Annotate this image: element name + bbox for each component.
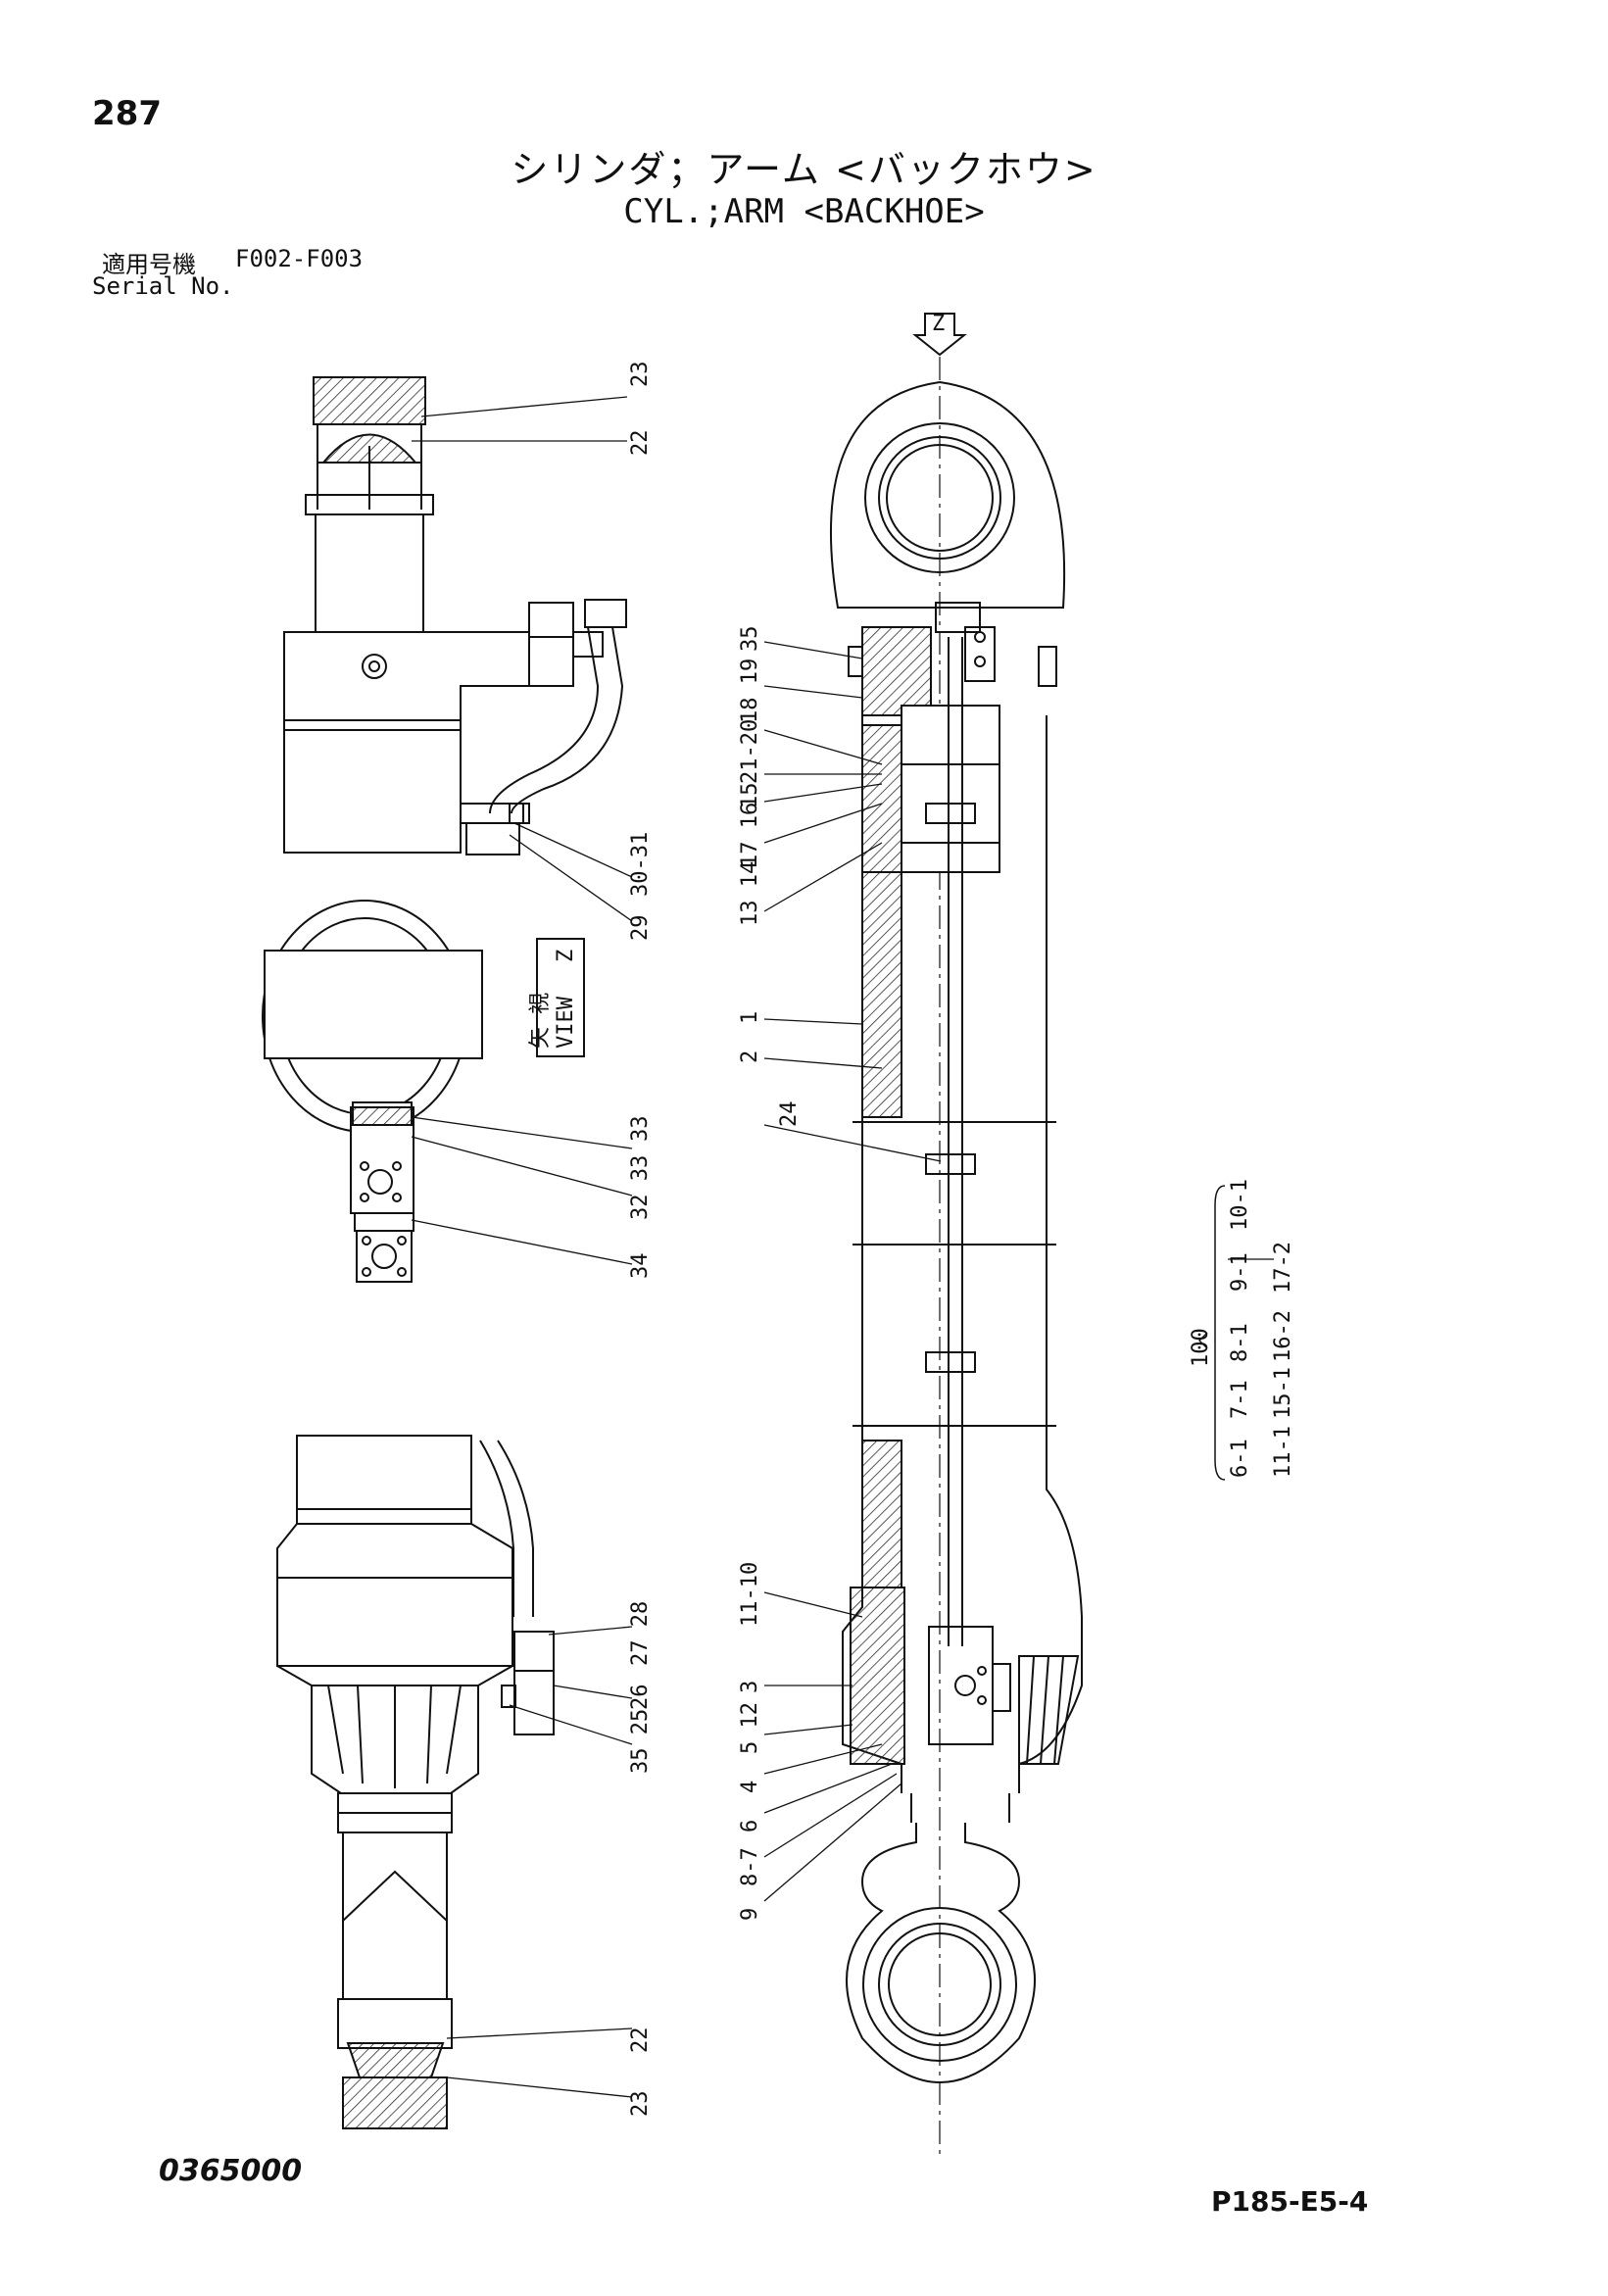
kit-item: 10-1 (1228, 1179, 1252, 1231)
kit-item: 7-1 (1228, 1380, 1252, 1419)
callout-label: 23 (628, 2091, 653, 2118)
serial-label-english: Serial No. (92, 272, 234, 300)
drawing-number: 0365000 (159, 2154, 303, 2188)
callout-label: 6 (738, 1820, 762, 1832)
head-view-drawing (276, 1435, 555, 2129)
callout-label: 13 14 (738, 861, 762, 926)
callout-label: 26 (628, 1685, 653, 1711)
view-label: 矢 視 VIEW Z (528, 950, 578, 1049)
callout-label: 8-7 (738, 1847, 762, 1886)
callout-label: 23 (628, 362, 653, 388)
reference-code: P185-E5-4 (1211, 2185, 1369, 2218)
callout-label: 3 (738, 1681, 762, 1693)
top-view-drawing (283, 376, 627, 855)
kit-item: 6-1 (1228, 1439, 1252, 1478)
kit-item: 16-2 (1271, 1310, 1295, 1362)
svg-text:矢 視: 矢 視 (528, 993, 553, 1049)
callout-label: 22 (628, 430, 653, 457)
kit-item: 17-2 (1271, 1242, 1295, 1294)
kit-item: 15-1 (1271, 1367, 1295, 1419)
callout-label: 35 (738, 626, 762, 653)
callouts-main-view: 35 18 19 21-20 15 17 16 13 14 1 2 24 11-… (738, 626, 802, 1922)
page-number: 287 (92, 94, 162, 133)
callout-label: 24 (777, 1101, 802, 1128)
view-marker: Z (932, 312, 945, 336)
callouts-top-view: 23 22 30-31 29 (628, 362, 653, 942)
kit-bracket: 100 6-1 7-1 8-1 9-1 10-1 11-1 15-1 16-2 … (1189, 1179, 1295, 1481)
callout-label: 9 (738, 1908, 762, 1921)
kit-item: 11-1 (1271, 1426, 1295, 1478)
kit-item: 8-1 (1228, 1323, 1252, 1362)
svg-text:Z: Z (554, 950, 578, 962)
leader-lines (411, 396, 942, 2098)
callout-label: 15 (738, 783, 762, 809)
svg-text:VIEW: VIEW (554, 996, 578, 1049)
callout-label: 35 25 (628, 1709, 653, 1774)
callout-label: 2 (738, 1050, 762, 1063)
callouts-head-view: 27 28 26 35 25 22 23 (628, 1601, 653, 2117)
callout-label: 11-10 (738, 1562, 762, 1627)
title-english: CYL.;ARM <BACKHOE> (623, 192, 985, 231)
callout-label: 32 33 (628, 1155, 653, 1220)
kit-number: 100 (1189, 1328, 1213, 1367)
callout-label: 18 19 (738, 659, 762, 723)
callout-label: 27 28 (628, 1601, 653, 1666)
callout-label: 17 16 (738, 803, 762, 867)
callouts-end-view: 33 32 33 34 (628, 1116, 653, 1280)
callout-label: 1 (738, 1011, 762, 1024)
callout-label: 30-31 (628, 832, 653, 897)
serial-label-japanese: 適用号機 (102, 251, 196, 278)
callout-label: 34 (628, 1253, 653, 1280)
callout-label: 21-20 (738, 719, 762, 784)
serial-range: F002-F003 (235, 245, 364, 272)
callout-label: 5 12 (738, 1702, 762, 1754)
kit-item: 9-1 (1228, 1252, 1252, 1292)
callout-label: 22 (628, 2027, 653, 2054)
main-cylinder-drawing (830, 313, 1083, 2156)
callout-label: 33 (628, 1116, 653, 1143)
callout-label: 4 (738, 1781, 762, 1793)
callout-label: 29 (628, 915, 653, 942)
end-view-drawing (262, 900, 585, 1283)
title-japanese: シリンダ；アーム <バックホウ> (511, 148, 1097, 191)
